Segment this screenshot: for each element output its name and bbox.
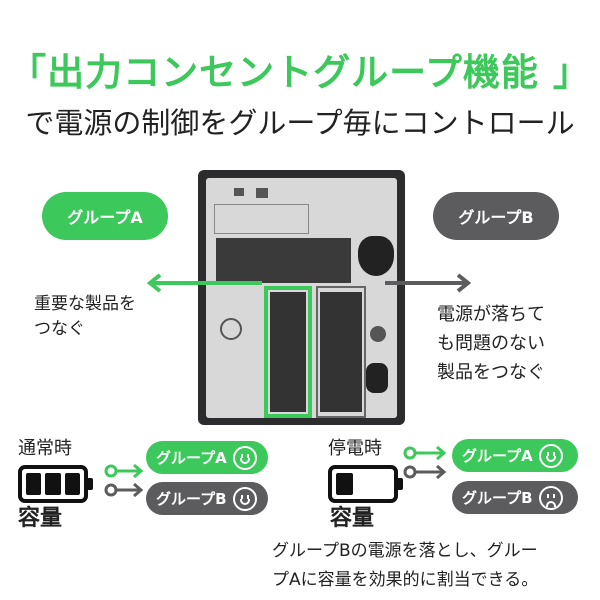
desc-line: 電源が落ちて xyxy=(437,304,545,325)
sad-icon xyxy=(538,485,563,510)
group-a-highlight xyxy=(264,286,312,418)
desc-line: 重要な製品を xyxy=(34,294,136,314)
outage-arrow-b xyxy=(403,464,447,480)
battery-cover xyxy=(216,238,351,283)
smile-icon xyxy=(538,443,563,468)
power-cord xyxy=(366,363,388,393)
group-b-outlets xyxy=(320,292,362,412)
group-label: グループB xyxy=(462,489,533,507)
group-a-arrow xyxy=(146,273,262,293)
group-a-badge: グループA xyxy=(42,192,168,240)
battery-full-icon xyxy=(18,465,93,503)
group-label: グループA xyxy=(156,449,227,467)
footer-note: グループBの電源を落とし、グルー プAに容量を効果的に割当できる。 xyxy=(272,537,538,595)
normal-capacity-label: 容量 xyxy=(18,506,63,531)
outage-arrow-a xyxy=(403,445,447,461)
group-a-outlets xyxy=(270,292,306,412)
spec-table xyxy=(214,204,309,234)
desc-line: も問題のない xyxy=(437,333,545,354)
normal-arrow-a xyxy=(104,463,144,479)
group-b-badge: グループB xyxy=(433,192,559,240)
outage-capacity-label: 容量 xyxy=(330,506,375,531)
ups-rear-panel-image xyxy=(198,170,405,425)
desc-line: 製品をつなぐ xyxy=(437,362,545,383)
group-label: グループA xyxy=(462,447,533,465)
subtitle: で電源の制御をグループ毎にコントロール xyxy=(25,106,575,140)
battery-low-icon xyxy=(328,465,403,503)
smile-icon xyxy=(232,445,257,470)
title: 「出力コンセントグループ機能 」 xyxy=(9,51,591,94)
usb-port xyxy=(234,188,244,196)
group-b-arrow xyxy=(385,273,472,293)
input-socket xyxy=(358,236,394,276)
normal-arrow-b xyxy=(104,482,144,498)
ul-logo xyxy=(220,318,242,340)
footer-line: プAに容量を効果的に割当できる。 xyxy=(272,570,539,590)
outage-group-a: グループA xyxy=(452,439,578,472)
rj45-port xyxy=(256,188,268,198)
normal-label: 通常時 xyxy=(18,438,72,459)
group-a-description: 重要な製品を つなぐ xyxy=(34,292,136,342)
normal-group-b: グループB xyxy=(146,482,268,515)
group-label: グループB xyxy=(156,490,227,508)
outage-group-b: グループB xyxy=(452,481,578,514)
footer-line: グループBの電源を落とし、グルー xyxy=(272,541,538,561)
group-b-frame xyxy=(316,286,366,418)
breaker-button xyxy=(370,326,386,342)
outage-label: 停電時 xyxy=(328,438,382,459)
desc-line: つなぐ xyxy=(34,319,85,339)
group-b-description: 電源が落ちて も問題のない 製品をつなぐ xyxy=(437,300,545,387)
normal-group-a: グループA xyxy=(146,441,268,474)
smile-icon xyxy=(232,486,257,511)
